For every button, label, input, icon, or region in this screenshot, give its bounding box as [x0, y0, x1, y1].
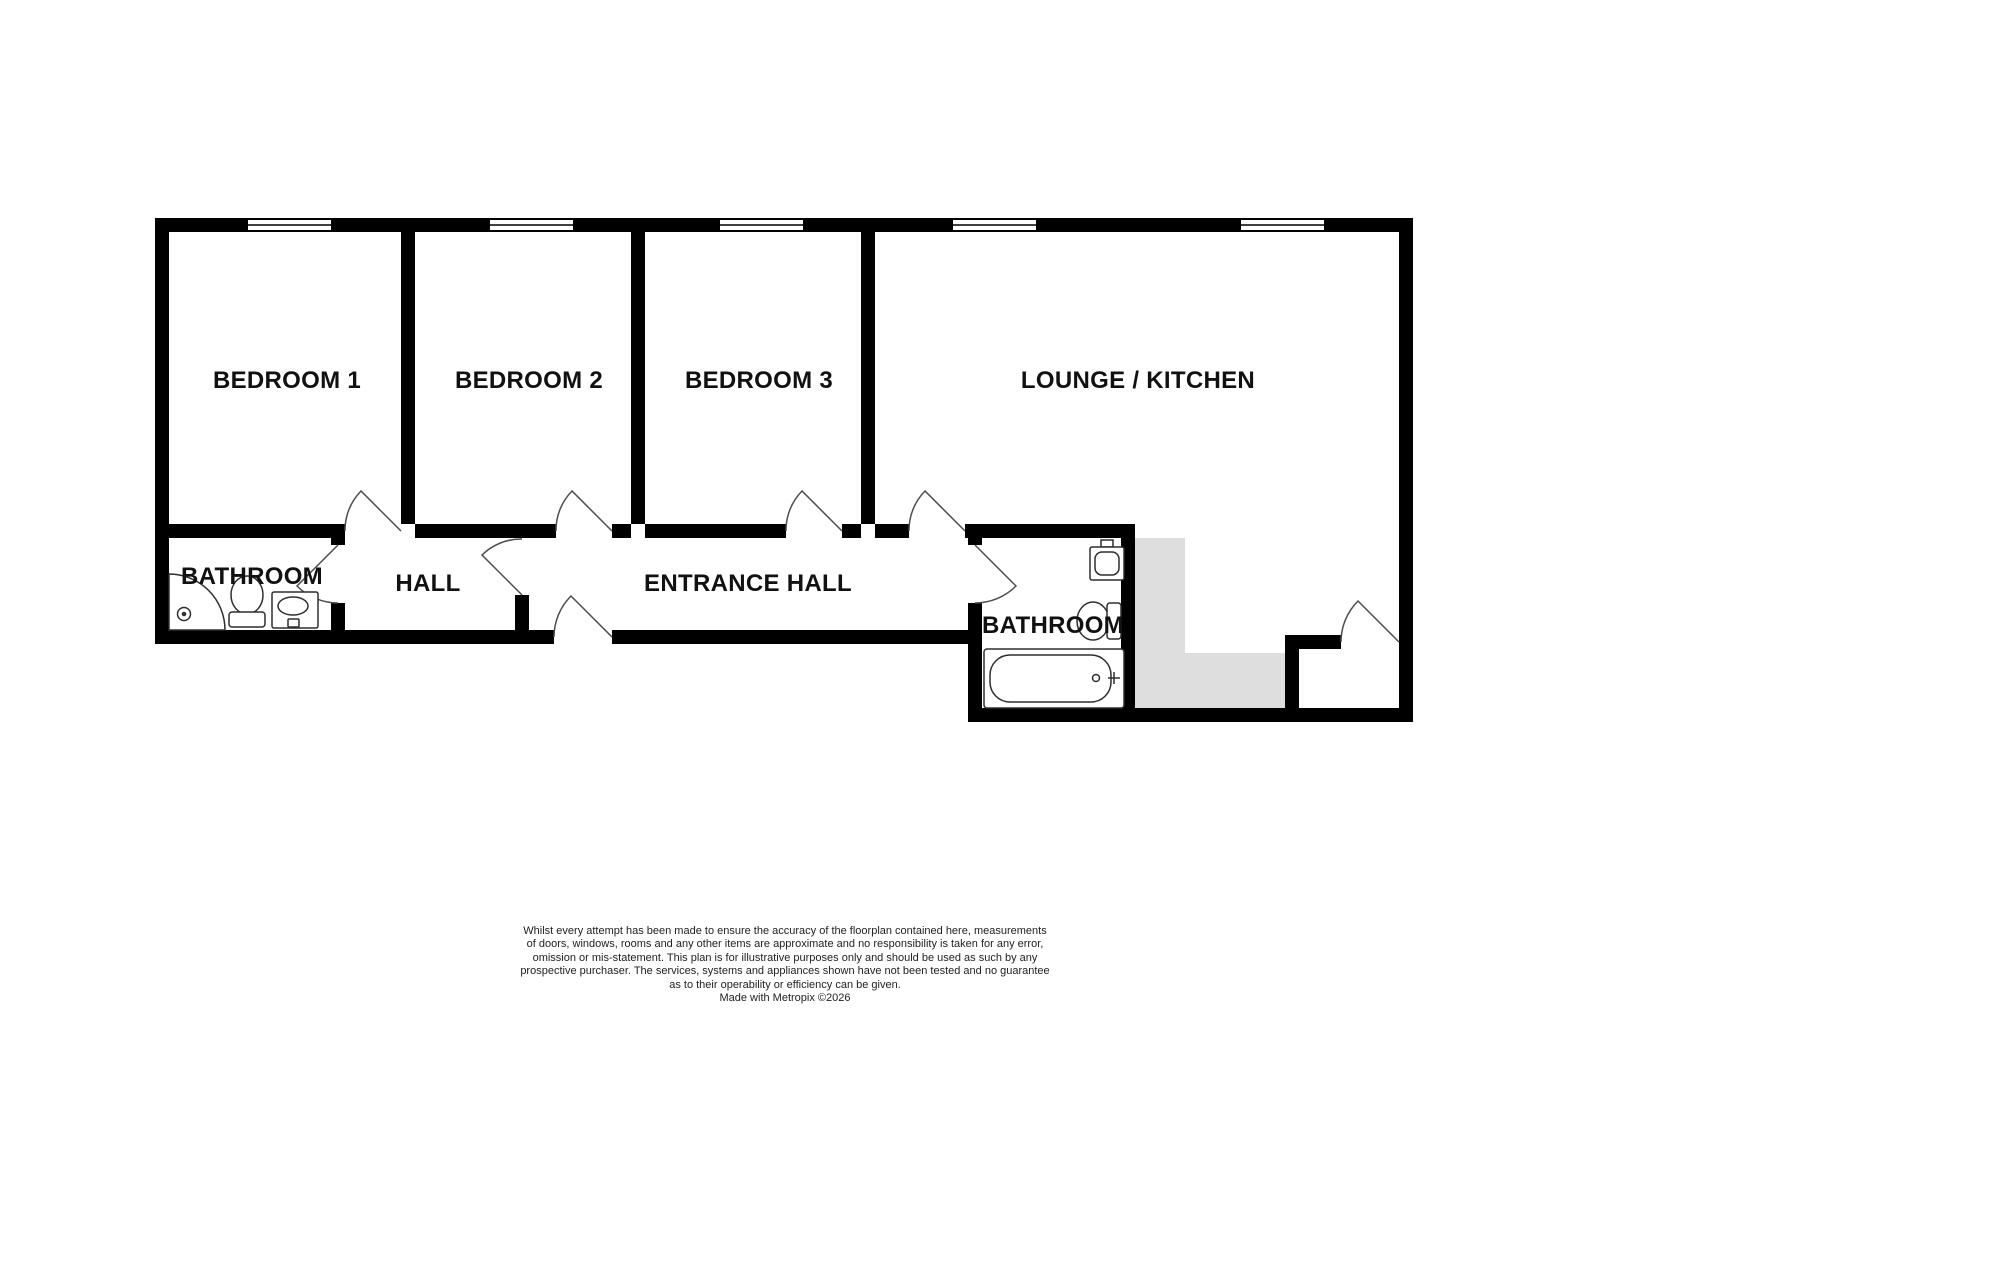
toilet-cistern-icon — [1106, 602, 1122, 640]
wall-segment — [612, 630, 982, 644]
wall-segment — [631, 232, 645, 524]
disclaimer-line: omission or mis-statement. This plan is … — [532, 951, 1038, 964]
wall-segment — [968, 538, 982, 545]
shaded-area — [1135, 538, 1285, 708]
wall-segment — [965, 524, 1135, 538]
window-symbol — [718, 218, 805, 232]
room-label-bedroom-3: BEDROOM 3 — [684, 367, 834, 394]
wall-segment — [612, 524, 631, 538]
window-symbol — [1239, 218, 1326, 232]
wall-segment — [401, 232, 415, 524]
bathroom-left-fixtures — [168, 573, 319, 631]
wall-segment — [968, 708, 1413, 722]
doors — [295, 489, 1400, 643]
door-bedroom-2 — [555, 489, 613, 532]
disclaimer-text: Whilst every attempt has been made to en… — [475, 925, 1095, 1005]
wall-segment — [1285, 635, 1299, 722]
room-label-bathroom-left: BATHROOM — [181, 563, 323, 590]
room-label-entrance-hall: ENTRANCE HALL — [644, 570, 852, 597]
wall-segment — [155, 630, 554, 644]
door-front-entrance — [553, 594, 613, 638]
walls — [155, 218, 1413, 722]
window-symbol — [246, 218, 333, 232]
wall-segment — [515, 595, 529, 644]
basin-bowl-icon — [1094, 551, 1120, 576]
disclaimer-made-with: Made with Metropix ©2026 — [719, 992, 851, 1005]
door-lounge-rear — [1340, 599, 1400, 643]
door-bedroom-1 — [344, 489, 402, 532]
basin-tap-icon — [287, 618, 300, 628]
window-symbol — [951, 218, 1038, 232]
room-label-lounge-kitchen: LOUNGE / KITCHEN — [1020, 367, 1256, 394]
basin-tap-icon — [1100, 539, 1114, 548]
window-symbol — [488, 218, 575, 232]
wall-segment — [1285, 635, 1341, 649]
door-bedroom-3 — [785, 489, 843, 532]
door-lounge — [908, 489, 966, 532]
wall-segment — [155, 232, 169, 644]
disclaimer-line: Whilst every attempt has been made to en… — [523, 925, 1047, 937]
toilet-cistern-icon — [228, 611, 266, 628]
wall-segment — [842, 524, 861, 538]
wall-segment — [155, 524, 345, 538]
bathroom-right-fixtures — [983, 539, 1125, 709]
wall-segment — [331, 524, 345, 545]
wall-segment — [968, 603, 982, 722]
bathtub-drain-icon — [1091, 673, 1101, 683]
wall-segment — [875, 524, 909, 538]
door-hall-divider — [480, 538, 523, 596]
wall-segment — [645, 524, 786, 538]
disclaimer-line: prospective purchaser. The services, sys… — [520, 965, 1050, 978]
room-label-bedroom-2: BEDROOM 2 — [454, 367, 604, 394]
windows — [246, 218, 1326, 232]
wall-segment — [861, 232, 875, 524]
disclaimer-line: as to their operability or efficiency ca… — [669, 978, 901, 991]
wall-segment — [331, 603, 345, 644]
room-label-bathroom-right: BATHROOM — [982, 612, 1124, 639]
room-label-bedroom-1: BEDROOM 1 — [212, 367, 362, 394]
wall-segment — [1399, 232, 1413, 722]
disclaimer-line: of doors, windows, rooms and any other i… — [526, 938, 1044, 951]
shower-head-icon — [181, 611, 187, 617]
wall-segment — [415, 524, 556, 538]
door-bathroom-right — [974, 544, 1018, 604]
basin-bowl-icon — [277, 596, 309, 616]
room-label-hall: HALL — [395, 570, 461, 597]
